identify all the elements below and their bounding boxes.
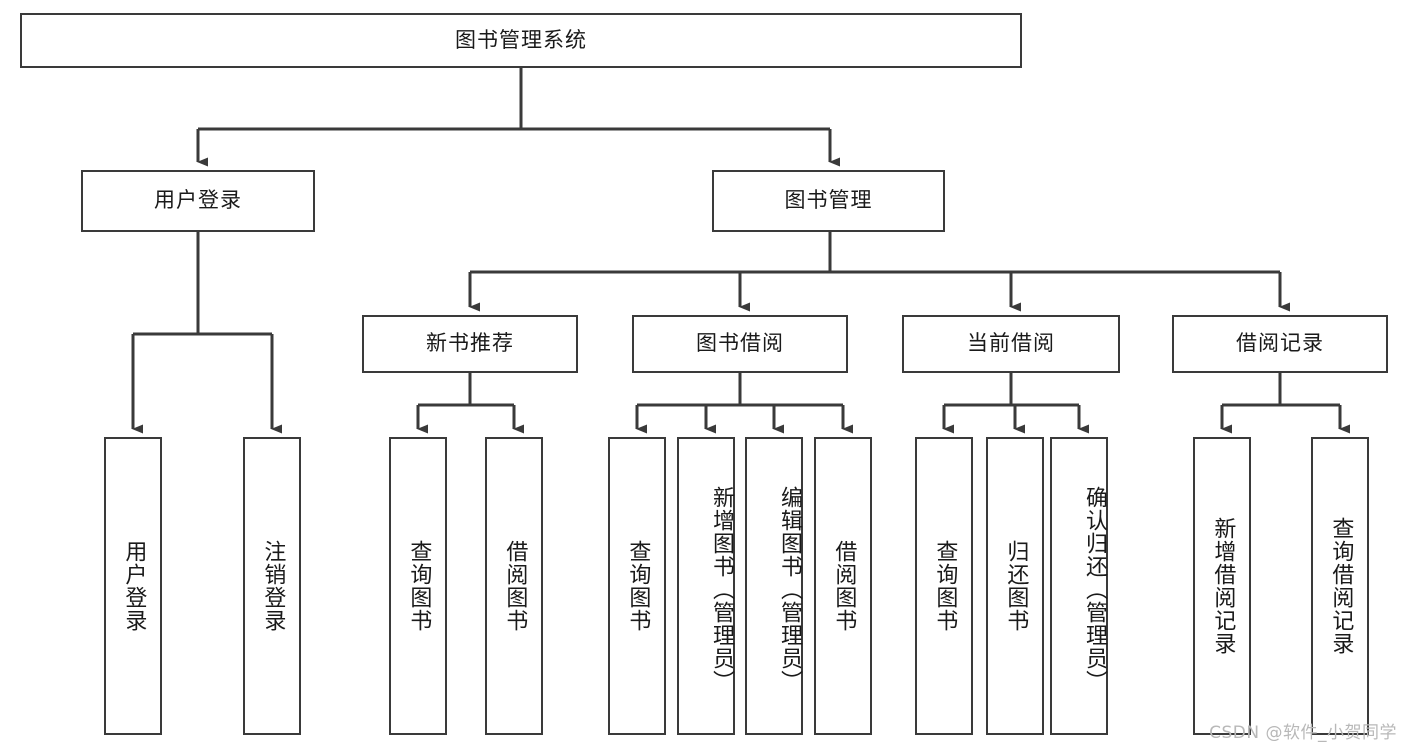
node-leaf-query-borrow-record-label: 查询借阅记录 [1328,517,1354,655]
node-user-login[interactable]: 用户登录 [81,170,315,232]
node-leaf-query-book-borrow[interactable]: 查询图书 [608,437,666,735]
node-new-book-recommend-label: 新书推荐 [426,331,514,356]
node-new-book-recommend[interactable]: 新书推荐 [362,315,578,373]
node-leaf-return-book[interactable]: 归还图书 [986,437,1044,735]
node-leaf-add-book-label: 新增图书（管理员） [709,485,734,693]
node-leaf-user-login-label: 用户登录 [121,540,147,632]
node-root[interactable]: 图书管理系统 [20,13,1022,68]
node-borrow-record[interactable]: 借阅记录 [1172,315,1388,373]
node-current-borrow[interactable]: 当前借阅 [902,315,1120,373]
node-root-label: 图书管理系统 [455,27,587,52]
node-leaf-query-borrow-record[interactable]: 查询借阅记录 [1311,437,1369,735]
node-book-management-label: 图书管理 [784,188,873,213]
node-book-management[interactable]: 图书管理 [712,170,945,232]
node-leaf-edit-book-label: 编辑图书（管理员） [777,485,802,693]
node-current-borrow-label: 当前借阅 [967,331,1055,356]
node-leaf-confirm-return[interactable]: 确认归还（管理员） [1050,437,1108,735]
node-leaf-logout-label: 注销登录 [260,540,286,632]
node-leaf-borrow-book-recommend[interactable]: 借阅图书 [485,437,543,735]
node-leaf-add-borrow-record[interactable]: 新增借阅记录 [1193,437,1251,735]
node-leaf-query-book-borrow-label: 查询图书 [625,540,651,632]
node-book-borrow[interactable]: 图书借阅 [632,315,848,373]
node-leaf-query-book-recommend[interactable]: 查询图书 [389,437,447,735]
node-leaf-query-book-recommend-label: 查询图书 [406,540,432,632]
node-leaf-query-book-current[interactable]: 查询图书 [915,437,973,735]
node-leaf-query-book-current-label: 查询图书 [932,540,958,632]
csdn-watermark: CSDN @软件_小贺同学 [1209,723,1397,743]
node-leaf-borrow-book-label: 借阅图书 [831,540,857,632]
node-leaf-borrow-book-recommend-label: 借阅图书 [502,540,528,632]
node-leaf-borrow-book[interactable]: 借阅图书 [814,437,872,735]
node-leaf-logout[interactable]: 注销登录 [243,437,301,735]
node-borrow-record-label: 借阅记录 [1236,331,1324,356]
node-leaf-add-book[interactable]: 新增图书（管理员） [677,437,735,735]
node-book-borrow-label: 图书借阅 [696,331,784,356]
node-leaf-edit-book[interactable]: 编辑图书（管理员） [745,437,803,735]
node-user-login-label: 用户登录 [154,188,242,213]
node-leaf-add-borrow-record-label: 新增借阅记录 [1210,517,1236,655]
node-leaf-return-book-label: 归还图书 [1003,540,1029,632]
node-leaf-user-login[interactable]: 用户登录 [104,437,162,735]
node-leaf-confirm-return-label: 确认归还（管理员） [1082,485,1107,693]
